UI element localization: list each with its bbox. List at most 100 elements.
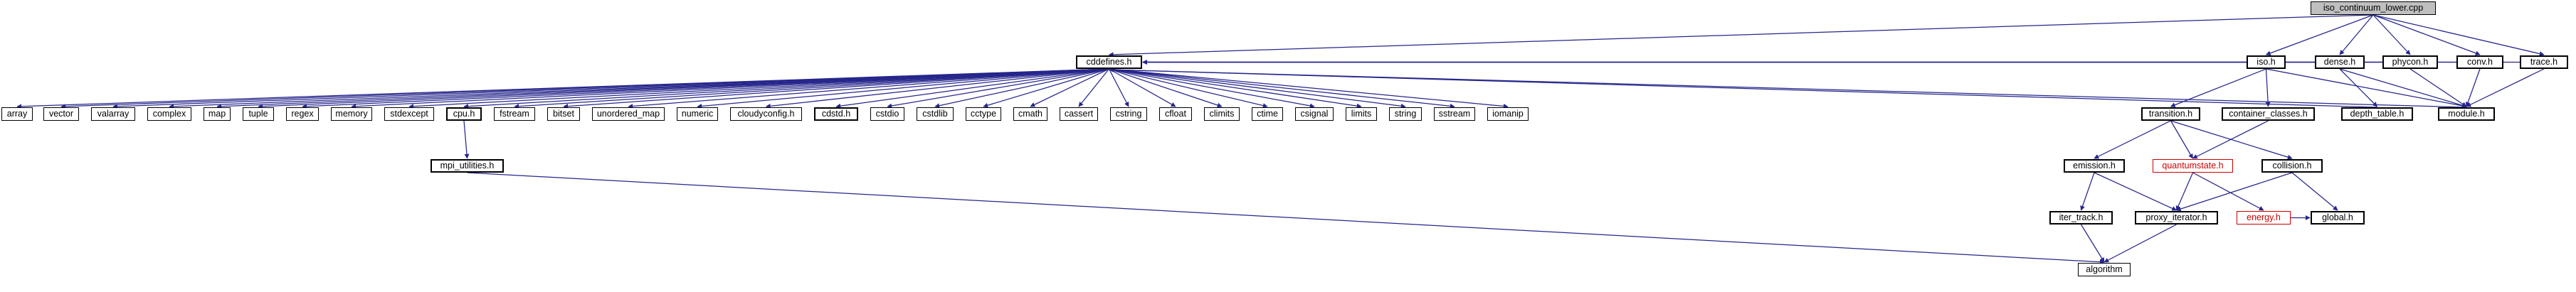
graph-edge [258,68,1109,109]
graph-node-cstdio[interactable]: cstdio [870,107,904,121]
graph-edge [2372,14,2545,56]
graph-node-memory[interactable]: memory [331,107,372,121]
graph-node-cmath[interactable]: cmath [1013,107,1047,121]
graph-node-label: emission.h [2073,161,2116,171]
graph-edge [2094,120,2171,159]
graph-node-iso-h[interactable]: iso.h [2247,55,2286,69]
graph-node-label: iter_track.h [2059,212,2103,223]
graph-node-cfloat[interactable]: cfloat [1159,107,1192,121]
graph-node-vector[interactable]: vector [43,107,79,121]
graph-node-csignal[interactable]: csignal [1295,107,1334,121]
graph-edge [2175,172,2194,211]
graph-node-tuple[interactable]: tuple [243,107,274,121]
graph-node-cstdlib[interactable]: cstdlib [917,107,954,121]
graph-node-energy-h[interactable]: energy.h [2237,211,2291,225]
graph-node-array[interactable]: array [1,107,33,121]
graph-node-depth-table-h[interactable]: depth_table.h [2341,107,2413,121]
graph-node-label: climits [1209,109,1235,119]
graph-node-conv-h[interactable]: conv.h [2456,55,2503,69]
graph-node-complex[interactable]: complex [147,107,191,121]
graph-node-map[interactable]: map [204,107,231,121]
graph-node-iter-track-h[interactable]: iter_track.h [2049,211,2113,225]
graph-edge [2409,68,2467,107]
graph-node-algorithm[interactable]: algorithm [2078,263,2131,276]
graph-edge [1109,68,1509,109]
graph-edge [1109,68,1268,108]
graph-node-cpu-h[interactable]: cpu.h [446,107,482,121]
graph-node-numeric[interactable]: numeric [677,107,718,121]
graph-node-fstream[interactable]: fstream [494,107,535,121]
graph-node-label: global.h [2322,212,2353,223]
graph-edge [835,68,1109,109]
graph-node-label: cstdlib [922,109,948,119]
graph-node-emission-h[interactable]: emission.h [2064,159,2125,173]
graph-edge [2170,120,2293,160]
graph-node-module-h[interactable]: module.h [2438,107,2495,121]
graph-node-cctype[interactable]: cctype [966,107,1001,121]
graph-edge [2372,14,2411,55]
graph-node-ctime[interactable]: ctime [1252,107,1283,121]
graph-node-stdexcept[interactable]: stdexcept [384,107,434,121]
graph-edge [1109,68,1315,109]
graph-edge [2170,68,2266,107]
graph-node-label: mpi_utilities.h [440,161,495,171]
graph-node-label: tuple [248,109,268,119]
graph-node-climits[interactable]: climits [1204,107,1240,121]
graph-edge [628,68,1109,109]
graph-node-bitset[interactable]: bitset [547,107,580,121]
graph-edge [1109,68,1176,107]
graph-edge [2192,120,2269,159]
graph-node-iomanip[interactable]: iomanip [1487,107,1529,121]
graph-node-proxy-iterator-h[interactable]: proxy_iterator.h [2135,211,2218,225]
graph-edge [467,172,2105,265]
graph-node-cassert[interactable]: cassert [1060,107,1098,121]
graph-node-label: memory [335,109,368,119]
graph-node-label: complex [152,109,186,119]
graph-node-limits[interactable]: limits [1346,107,1377,121]
graph-node-label: energy.h [2247,212,2281,223]
graph-node-global-h[interactable]: global.h [2311,211,2365,225]
graph-edge [2103,224,2177,263]
graph-edge [2466,68,2545,107]
graph-node-label: valarray [97,109,130,119]
graph-edge [2339,68,2467,108]
graph-edge [1108,67,2377,108]
graph-node-cloudyconfig-h[interactable]: cloudyconfig.h [730,107,802,121]
graph-node-phycon-h[interactable]: phycon.h [2382,55,2438,69]
graph-node-label: transition.h [2148,109,2193,119]
graph-node-cstring[interactable]: cstring [1110,107,1147,121]
graph-node-label: cpu.h [453,109,475,119]
graph-edge [697,68,1109,109]
graph-edge [983,68,1109,108]
graph-node-container-classes-h[interactable]: container_classes.h [2222,107,2315,121]
graph-node-label: proxy_iterator.h [2145,212,2207,223]
graph-node-label: unordered_map [596,109,660,119]
graph-node-unordered-map[interactable]: unordered_map [592,107,665,121]
graph-edge [2170,120,2194,159]
graph-node-label: cloudyconfig.h [737,109,795,119]
graph-edge [2080,224,2105,263]
graph-edge [1109,68,1406,109]
graph-node-collision-h[interactable]: collision.h [2261,159,2323,173]
graph-node-label: regex [291,109,314,119]
graph-node-valarray[interactable]: valarray [91,107,135,121]
graph-edge [2465,68,2481,107]
graph-node-regex[interactable]: regex [286,107,319,121]
graph-node-mpi-utilities-h[interactable]: mpi_utilities.h [431,159,504,173]
graph-edge [2094,172,2178,211]
graph-edge [302,68,1109,109]
graph-node-label: cmath [1018,109,1043,119]
graph-edge [1109,68,1362,109]
graph-node-dense-h[interactable]: dense.h [2315,55,2365,69]
graph-node-transition-h[interactable]: transition.h [2141,107,2200,121]
graph-node-iso-continuum-lower-cpp[interactable]: iso_continuum_lower.cpp [2311,1,2436,15]
graph-node-string[interactable]: string [1389,107,1422,121]
graph-node-quantumstate-h[interactable]: quantumstate.h [2153,159,2233,173]
graph-node-cdstd-h[interactable]: cdstd.h [814,107,858,121]
graph-edge [887,68,1109,109]
graph-node-sstream[interactable]: sstream [1434,107,1475,121]
graph-node-label: stdexcept [390,109,428,119]
graph-node-cddefines-h[interactable]: cddefines.h [1076,55,1142,69]
graph-node-trace-h[interactable]: trace.h [2520,55,2568,69]
